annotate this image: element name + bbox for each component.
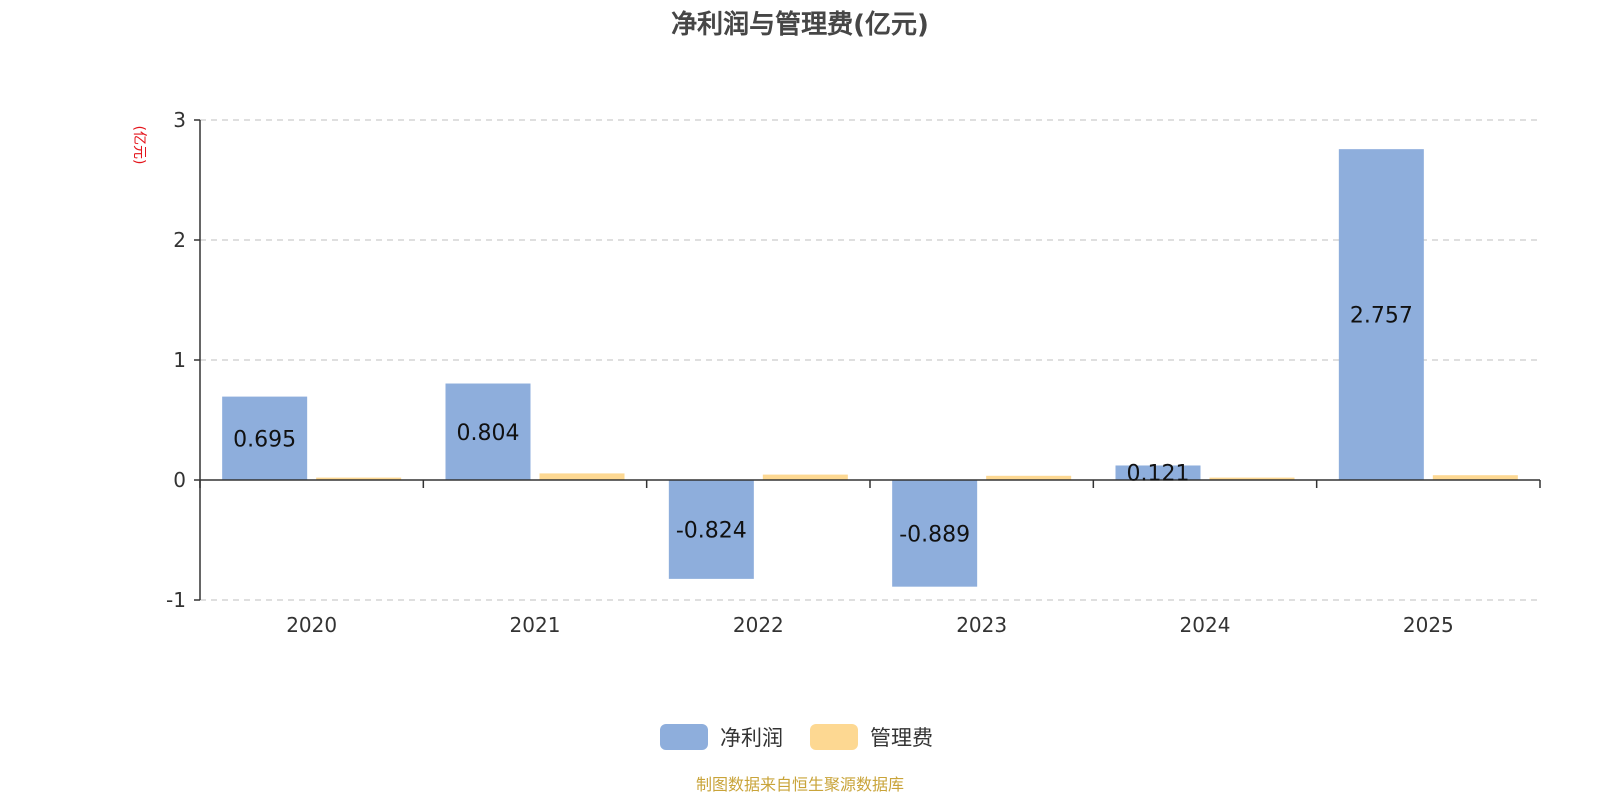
bar-净利润-2021 bbox=[445, 383, 531, 480]
x-tick-label: 2025 bbox=[1403, 613, 1454, 637]
axes: -1 0 1 2 3 2020 2021 2022 2023 2024 2025 bbox=[166, 108, 1541, 637]
source-note: 制图数据来自恒生聚源数据库 bbox=[696, 775, 904, 794]
bar-净利润-2023 bbox=[892, 480, 978, 587]
legend-swatch bbox=[660, 724, 708, 750]
bar-净利润-2020 bbox=[222, 396, 308, 480]
bar-管理费-2022 bbox=[762, 474, 848, 480]
y-tick-label: -1 bbox=[166, 588, 186, 612]
data-label: -0.889 bbox=[899, 522, 970, 547]
x-tick-label: 2023 bbox=[956, 613, 1007, 637]
legend-label: 净利润 bbox=[720, 726, 783, 750]
y-tick-label: 2 bbox=[173, 228, 186, 252]
data-label: 0.121 bbox=[1127, 462, 1190, 487]
data-labels: 0.695 0.804 -0.824 -0.889 0.121 2.757 bbox=[233, 304, 1413, 548]
y-tick-label: 1 bbox=[173, 348, 186, 372]
data-label: 0.804 bbox=[457, 421, 520, 446]
y-axis-unit-label: (亿元) bbox=[131, 126, 147, 165]
data-label: -0.824 bbox=[676, 518, 747, 543]
bar-管理费-2023 bbox=[986, 475, 1072, 480]
chart-title: 净利润与管理费(亿元) bbox=[671, 9, 929, 40]
y-tick-label: 0 bbox=[173, 468, 186, 492]
x-tick-label: 2021 bbox=[510, 613, 561, 637]
bar-管理费-2020 bbox=[316, 477, 402, 480]
data-label: 0.695 bbox=[233, 427, 296, 452]
bar-净利润-2024 bbox=[1115, 465, 1201, 480]
legend-swatch bbox=[810, 724, 858, 750]
bar-管理费-2024 bbox=[1209, 477, 1295, 480]
legend: 净利润 管理费 bbox=[660, 724, 933, 750]
legend-label: 管理费 bbox=[870, 726, 933, 750]
x-tick-label: 2022 bbox=[733, 613, 784, 637]
bar-管理费-2025 bbox=[1432, 475, 1518, 480]
y-tick-label: 3 bbox=[173, 108, 186, 132]
data-label: 2.757 bbox=[1350, 304, 1413, 329]
bar-净利润-2025 bbox=[1338, 149, 1424, 480]
bar-管理费-2021 bbox=[539, 473, 625, 480]
x-tick-label: 2020 bbox=[286, 613, 337, 637]
bars bbox=[222, 149, 1518, 587]
x-tick-label: 2024 bbox=[1180, 613, 1231, 637]
bar-净利润-2022 bbox=[668, 480, 754, 579]
grid-lines bbox=[200, 119, 1540, 601]
